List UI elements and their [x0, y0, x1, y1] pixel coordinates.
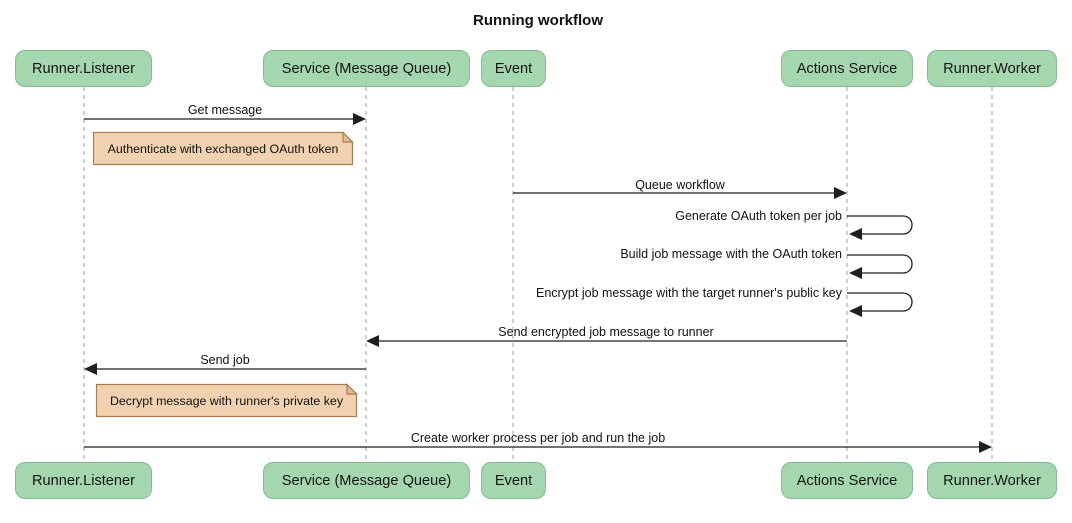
note-shape-authenticate [92, 131, 354, 166]
participant-actions-service-bottom: Actions Service [781, 462, 913, 499]
arrowhead-right-icon [979, 441, 992, 453]
participant-runner-listener-bottom: Runner.Listener [15, 462, 152, 499]
participant-runner-listener-top: Runner.Listener [15, 50, 152, 87]
note-shape-decrypt [95, 383, 358, 418]
arrowhead-right-icon [834, 187, 847, 199]
message-label-create-worker: Create worker process per job and run th… [410, 431, 666, 445]
arrowhead-left-icon [366, 335, 379, 347]
message-label-generate-oauth-token: Generate OAuth token per job [675, 209, 842, 223]
note-authenticate-oauth: Authenticate with exchanged OAuth token [107, 142, 339, 156]
participant-service-queue-top: Service (Message Queue) [263, 50, 470, 87]
participant-service-queue-bottom: Service (Message Queue) [263, 462, 470, 499]
message-label-encrypt-job-message: Encrypt job message with the target runn… [535, 286, 842, 300]
note-fold-icon [342, 131, 354, 143]
message-label-get-message: Get message [187, 103, 263, 117]
self-loop-build-job-message [847, 254, 913, 274]
arrowhead-right-icon [353, 113, 366, 125]
message-label-send-job: Send job [200, 353, 250, 367]
arrowhead-left-icon [849, 267, 862, 279]
arrowhead-left-icon [84, 363, 97, 375]
participant-event-top: Event [481, 50, 546, 87]
participant-runner-worker-top: Runner.Worker [927, 50, 1057, 87]
diagram-title: Running workflow [473, 12, 603, 29]
participant-event-bottom: Event [481, 462, 546, 499]
participant-runner-worker-bottom: Runner.Worker [927, 462, 1057, 499]
arrowhead-left-icon [849, 228, 862, 240]
participant-actions-service-top: Actions Service [781, 50, 913, 87]
self-loop-generate-oauth-token [847, 215, 913, 235]
arrowhead-left-icon [849, 305, 862, 317]
message-label-build-job-message: Build job message with the OAuth token [620, 247, 842, 261]
message-label-queue-workflow: Queue workflow [635, 178, 725, 192]
message-label-send-encrypted-job: Send encrypted job message to runner [498, 325, 714, 339]
self-loop-encrypt-job-message [847, 292, 913, 312]
note-decrypt-message: Decrypt message with runner's private ke… [109, 394, 344, 408]
note-fold-icon [346, 383, 358, 395]
